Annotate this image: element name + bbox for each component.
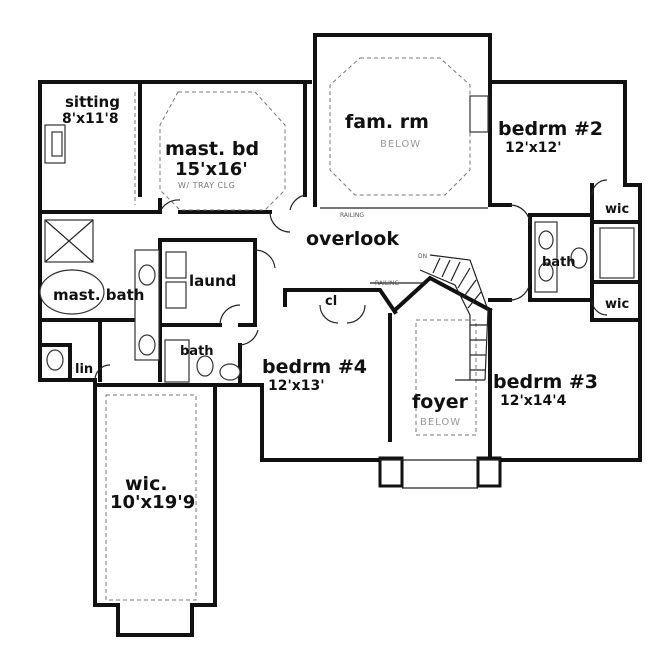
sink-icon bbox=[538, 262, 554, 282]
fireplace-icon bbox=[469, 95, 489, 133]
railing-note: RAILING bbox=[340, 212, 364, 219]
sink-icon bbox=[138, 334, 156, 356]
stair-down-note: DN bbox=[418, 253, 427, 260]
porch-columns bbox=[378, 456, 502, 489]
bedroom3-label: bedrm #3 bbox=[493, 371, 598, 393]
door-swings bbox=[94, 179, 608, 381]
toilet-icon bbox=[570, 247, 588, 269]
toilet-icon bbox=[46, 349, 64, 371]
washer-icon bbox=[165, 251, 187, 279]
bedroom2-size: 12'x12' bbox=[505, 140, 562, 156]
foyer-below-note: BELOW bbox=[420, 417, 461, 428]
walk-in-closet-size: 10'x19'9 bbox=[110, 492, 195, 513]
bedroom4-label: bedrm #4 bbox=[262, 356, 367, 378]
walk-in-closet-label: wic. bbox=[125, 473, 168, 495]
family-room-label: fam. rm bbox=[345, 111, 429, 133]
tub-icon bbox=[39, 269, 105, 315]
sink-icon bbox=[538, 230, 554, 250]
wic-upper-label: wic bbox=[605, 202, 629, 217]
bedroom2-label: bedrm #2 bbox=[498, 118, 603, 140]
bedroom3-size: 12'x14'4 bbox=[500, 393, 567, 409]
staircase bbox=[320, 207, 489, 381]
master-bedroom-label: mast. bd bbox=[165, 138, 259, 160]
tub-icon bbox=[599, 227, 635, 279]
tub-icon bbox=[164, 339, 190, 383]
master-bath-label: mast. bath bbox=[53, 286, 144, 304]
sink-icon bbox=[138, 264, 156, 286]
exterior-walls bbox=[38, 33, 642, 637]
overlook-label: overlook bbox=[306, 228, 399, 250]
sink-icon bbox=[219, 363, 241, 381]
closet-label: cl bbox=[325, 294, 337, 309]
sitting-size: 8'x11'8 bbox=[62, 111, 119, 127]
laundry-label: laund bbox=[189, 272, 236, 290]
dryer-icon bbox=[165, 281, 187, 309]
master-bedroom-size: 15'x16' bbox=[175, 159, 248, 180]
linen-label: lin bbox=[75, 362, 93, 377]
bedroom4-size: 12'x13' bbox=[268, 378, 325, 394]
soffit-outlines bbox=[105, 57, 477, 601]
bath-right-label: bath bbox=[542, 255, 576, 270]
family-room-below-note: BELOW bbox=[380, 139, 421, 150]
bath-center-label: bath bbox=[180, 344, 214, 359]
room-labels: sitting 8'x11'8 mast. bd 15'x16' W/ TRAY… bbox=[53, 93, 629, 513]
foyer-label: foyer bbox=[412, 391, 469, 413]
tray-ceiling-note: W/ TRAY CLG bbox=[178, 181, 235, 190]
toilet-icon bbox=[196, 355, 214, 377]
fixtures bbox=[39, 95, 635, 383]
wic-lower-label: wic bbox=[605, 297, 629, 312]
stair-railing-note: RAILING bbox=[375, 280, 399, 287]
sitting-label: sitting bbox=[65, 93, 120, 111]
